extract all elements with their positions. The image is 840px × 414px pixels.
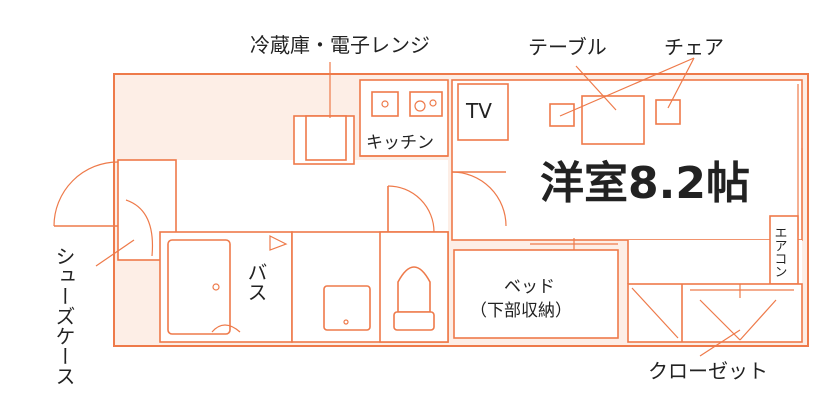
table-label: テーブル [528,35,607,59]
closet-label: クローゼット [648,359,768,383]
bed-storage-label: （下部収納） [470,301,572,321]
sink [371,91,399,117]
fridge-microwave-label: 冷蔵庫・電子レンジ [250,33,430,57]
aircon-label: エアコン [772,226,787,278]
bath-label: バス [244,262,268,302]
chair-right [655,99,681,125]
table [581,95,645,145]
chair-callout-b [667,57,695,109]
closet [627,283,803,343]
bathtub [167,239,231,335]
aircon [769,215,799,285]
tv-unit [457,83,509,141]
tv-label: TV [465,99,492,123]
shoe-case-callout [95,239,135,267]
corridor [176,160,448,232]
bed [453,249,619,339]
kitchen-label: キッチン [366,133,434,153]
shoe-case-label: シューズケース [52,246,76,386]
western-room-label: 洋室8.2帖 [540,158,750,209]
fridge-box [305,115,347,161]
shoe-case-door [125,199,154,257]
room-door-swing [451,171,507,227]
chair-label: チェア [664,35,724,59]
table-callout [575,65,617,111]
bath-door-swing [387,185,435,233]
chair-callout-a [559,57,695,117]
entry-door-swing [53,161,119,227]
toilet [397,266,431,313]
bed-label: ベッド [504,277,555,297]
sink-washroom [323,285,371,331]
closet-callout [699,329,741,357]
